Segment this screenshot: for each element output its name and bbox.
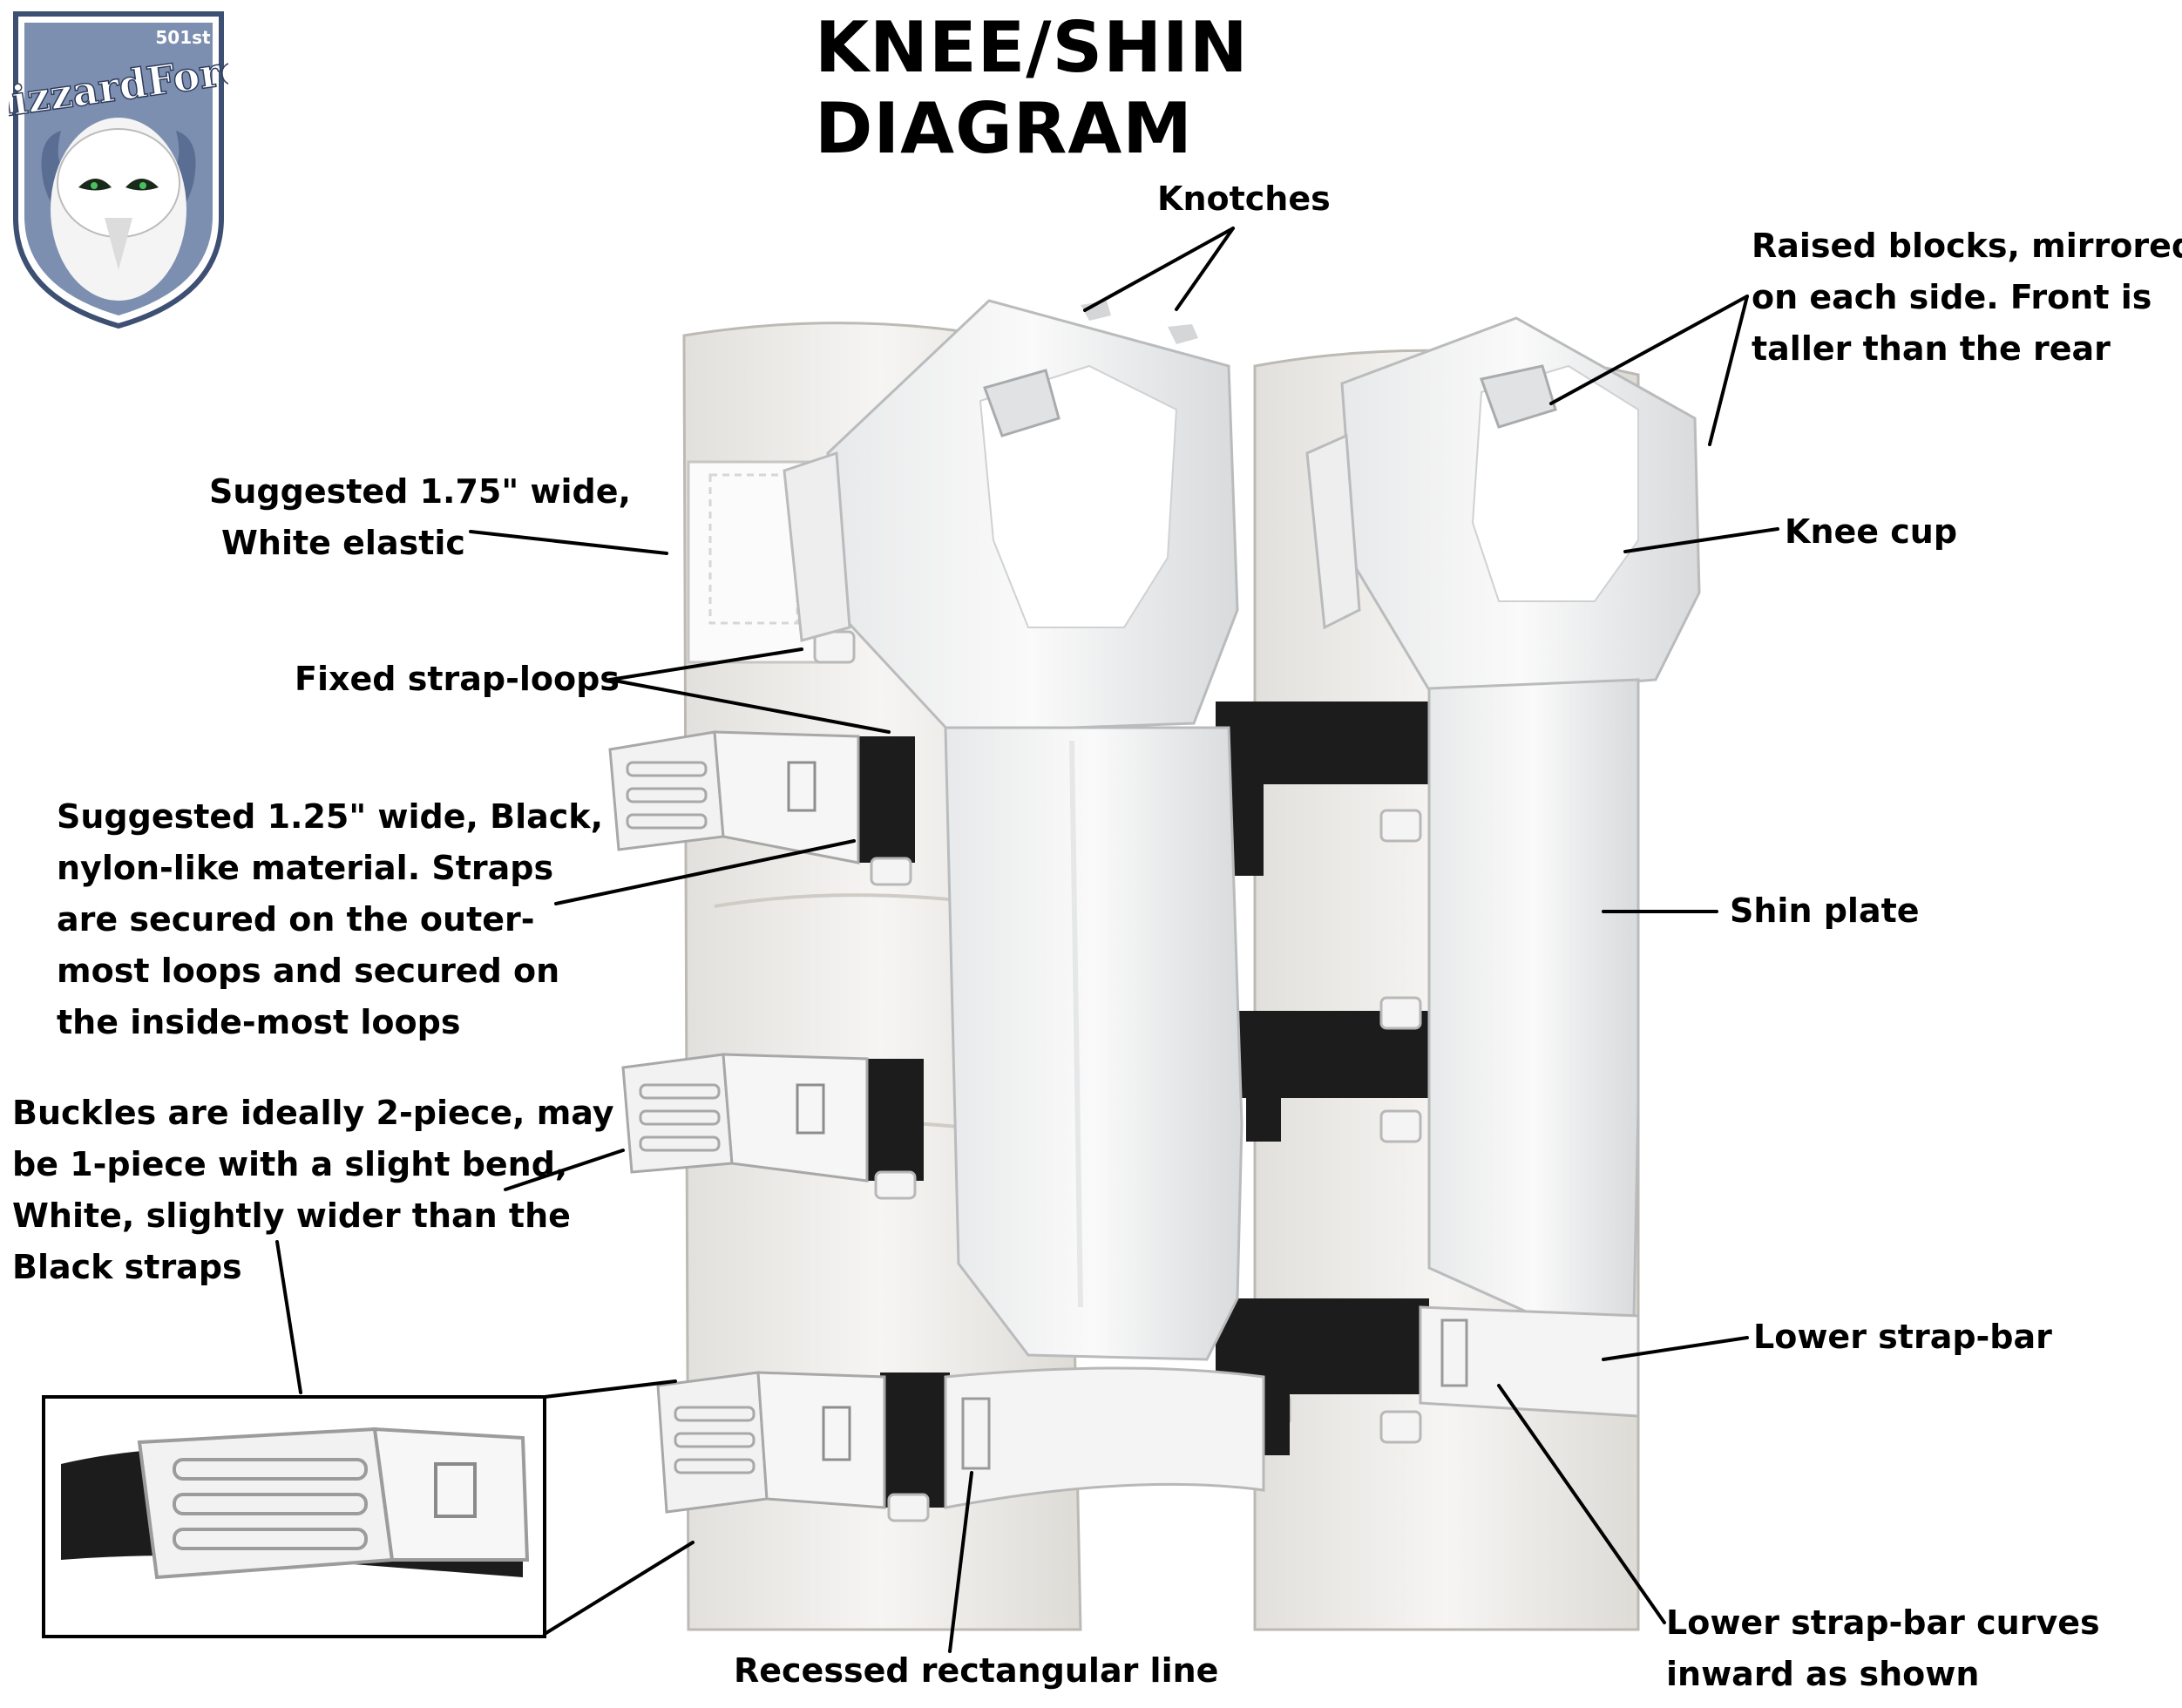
knee-cup-front bbox=[783, 299, 1239, 734]
label-bar-curves: Lower strap-bar curves inward as shown bbox=[1666, 1603, 2100, 1693]
logo-badge: 501st bbox=[155, 27, 211, 48]
buckles-front bbox=[608, 730, 886, 1514]
leader-lines bbox=[275, 227, 1779, 1653]
label-knee-cup: Knee cup bbox=[1785, 512, 1958, 551]
shin-plate-back bbox=[1427, 678, 1640, 1348]
label-lower-strap-bar: Lower strap-bar bbox=[1753, 1318, 2052, 1356]
label-recessed-line: Recessed rectangular line bbox=[734, 1651, 1219, 1690]
buckle-inset bbox=[42, 1395, 546, 1638]
label-knotches: Knotches bbox=[1157, 180, 1331, 218]
label-buckles: Buckles are ideally 2-piece, may be 1-pi… bbox=[12, 1094, 614, 1286]
lower-strap-bar-front bbox=[944, 1366, 1265, 1509]
diagram-title: KNEE/SHIN DIAGRAM bbox=[815, 7, 1249, 169]
lower-strap-bar-back bbox=[1419, 1305, 1640, 1418]
shin-plate-front bbox=[944, 726, 1243, 1361]
strap-loops-front bbox=[813, 630, 930, 1522]
blizzardforce-logo: BlizzardForce 501st bbox=[9, 11, 228, 329]
label-elastic: Suggested 1.75" wide, White elastic bbox=[209, 472, 631, 562]
label-straps: Suggested 1.25" wide, Black, nylon-like … bbox=[57, 797, 603, 1041]
label-raised-blocks: Raised blocks, mirrored on each side. Fr… bbox=[1752, 227, 2182, 368]
knee-cup-back bbox=[1305, 316, 1701, 699]
black-straps-front bbox=[854, 736, 1290, 1508]
label-strap-loops: Fixed strap-loops bbox=[295, 660, 620, 698]
label-shin-plate: Shin plate bbox=[1730, 891, 1920, 930]
